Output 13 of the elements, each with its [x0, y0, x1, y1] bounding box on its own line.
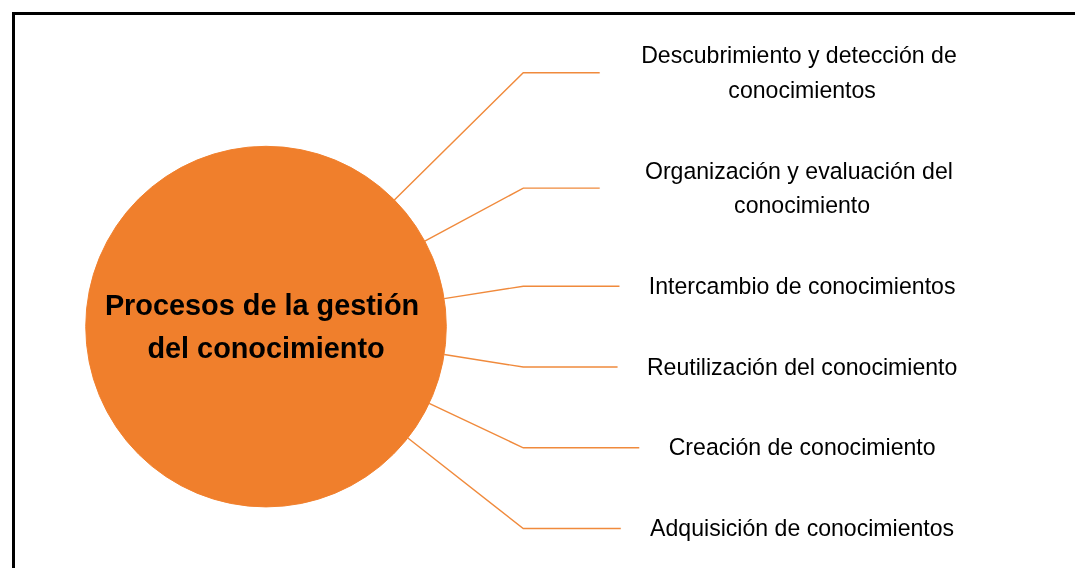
connector: [393, 72, 601, 201]
connector: [407, 437, 623, 530]
connector: [443, 285, 621, 300]
node-text: Adquisición de conocimientos: [650, 515, 955, 542]
connector: [424, 187, 601, 242]
node-text: Reutilización del conocimiento: [647, 353, 958, 380]
node-text: Descubrimiento y detección de conocimientos: [641, 41, 957, 103]
node-text: Organización y evaluación del conocimiento: [645, 157, 953, 218]
node-circle: Procesos de la gestión del conocimiento: [85, 145, 447, 508]
node-text: Creación de conocimiento: [668, 434, 936, 461]
connector: [443, 353, 619, 368]
node-text: Intercambio de conocimientos: [648, 272, 956, 299]
connector: [428, 402, 641, 449]
